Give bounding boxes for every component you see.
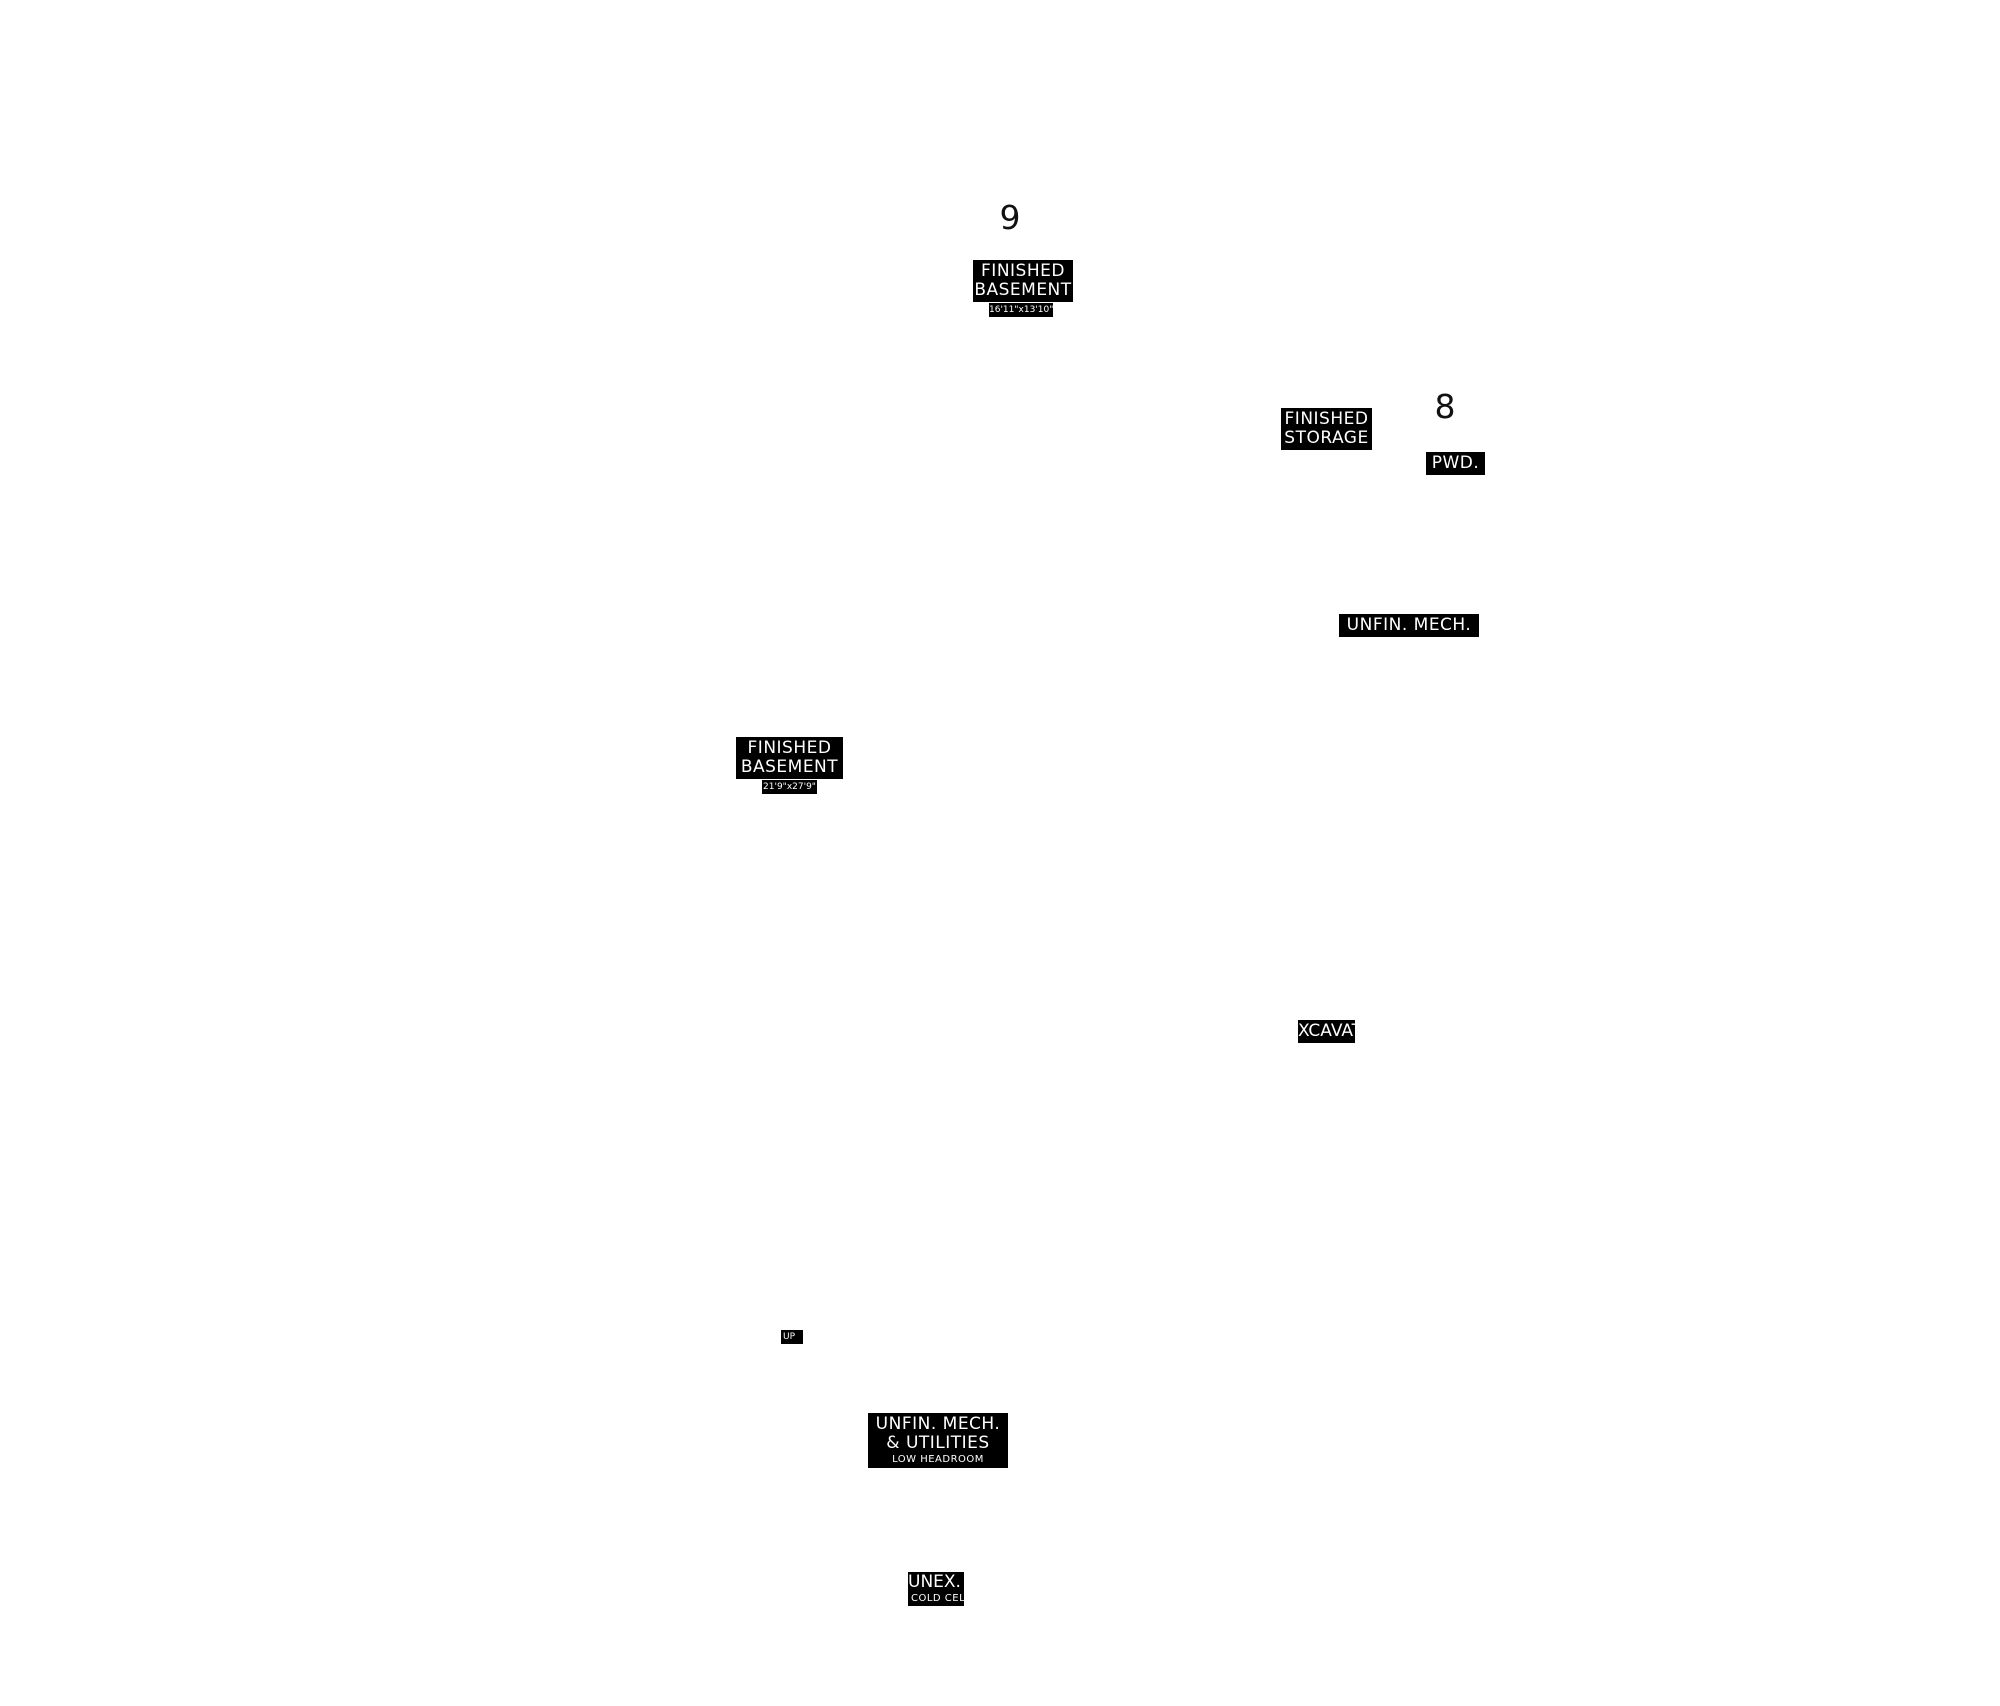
room-label-line2: BASEMENT	[974, 280, 1072, 300]
room-label-line1: PWD.	[1431, 453, 1480, 473]
room-dimensions-finished-basement-top: 16'11"x13'10"	[989, 303, 1053, 317]
room-label-line1: FINISHED	[1284, 409, 1369, 429]
room-label-finished-storage: FINISHED STORAGE	[1281, 408, 1372, 450]
room-label-finished-basement-top: FINISHED BASEMENT	[973, 260, 1073, 302]
room-label-powder: PWD.	[1426, 452, 1485, 475]
room-dimensions-finished-basement-left: 21'9"x27'9"	[762, 780, 817, 794]
room-note-low-headroom: LOW HEADROOM	[892, 1454, 984, 1465]
room-label-line2: COLD CELL	[911, 1593, 964, 1604]
room-label-line2: & UTILITIES	[886, 1433, 990, 1453]
room-label-line1: XCAVAT	[1298, 1021, 1355, 1041]
room-label-unexcavated: XCAVAT	[1298, 1020, 1355, 1043]
stair-up-label: UP	[781, 1330, 803, 1344]
room-label-cold-cellar: UNEX. COLD CELL	[908, 1572, 964, 1606]
room-number-8: 8	[1434, 387, 1456, 426]
room-label-line1: FINISHED	[981, 261, 1065, 281]
room-label-line1: UNFIN. MECH.	[875, 1414, 1001, 1434]
room-label-line1: UNEX.	[908, 1572, 961, 1592]
room-label-line1: UNFIN. MECH.	[1346, 615, 1472, 635]
room-label-unfin-mech-utilities: UNFIN. MECH. & UTILITIES LOW HEADROOM	[868, 1413, 1008, 1468]
room-label-unfin-mech-top: UNFIN. MECH.	[1339, 614, 1479, 637]
room-label-line2: BASEMENT	[740, 757, 839, 777]
room-label-line2: STORAGE	[1284, 428, 1369, 448]
room-label-line1: FINISHED	[747, 738, 832, 758]
room-label-finished-basement-left: FINISHED BASEMENT	[736, 737, 843, 779]
room-number-9: 9	[999, 198, 1021, 237]
